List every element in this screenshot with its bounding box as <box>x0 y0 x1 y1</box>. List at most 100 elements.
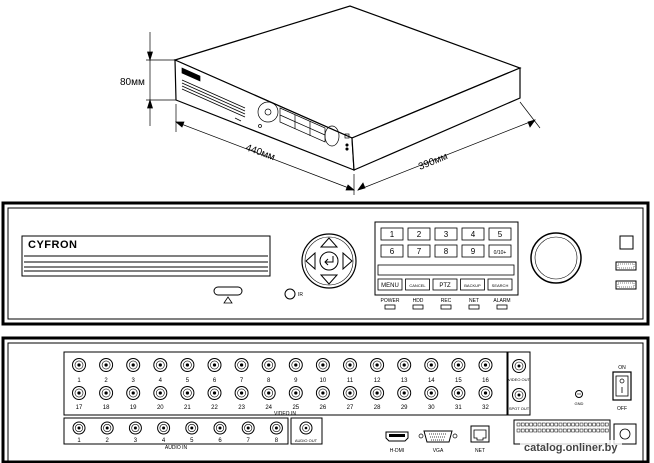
terminal-pin <box>604 428 609 433</box>
video-in-18-connector <box>99 386 114 400</box>
keypad-label: 8 <box>444 247 449 256</box>
terminal-pin <box>575 422 580 427</box>
enter-icon <box>324 256 334 266</box>
terminal-pin <box>588 428 592 433</box>
terminal-pin <box>567 422 571 427</box>
video-out-label: VIDEO OUT <box>508 377 531 382</box>
terminal-pin <box>600 422 605 427</box>
terminal-pin <box>554 422 559 427</box>
keypad-label: 9 <box>471 247 476 256</box>
eject-button[interactable] <box>213 286 243 296</box>
power-button[interactable] <box>619 235 634 250</box>
keypad-label: 4 <box>471 230 476 239</box>
on-label: ON <box>618 365 626 371</box>
video-in-number: 10 <box>320 378 327 384</box>
keypad-button-5[interactable]: 5 <box>488 227 512 241</box>
terminal-pin <box>520 422 525 427</box>
arrow-left-button[interactable] <box>305 251 316 271</box>
keypad-button-7[interactable]: 7 <box>407 244 431 258</box>
function-key-menu[interactable]: MENU <box>377 278 403 291</box>
video-in-label: VIDEO IN <box>274 411 296 417</box>
video-in-23-connector <box>234 386 249 400</box>
terminal-pin <box>520 428 525 433</box>
keypad-button-9[interactable]: 9 <box>461 244 485 258</box>
arrow-up-button[interactable] <box>319 237 339 248</box>
video-in-number: 32 <box>482 405 489 411</box>
box-nav-circle <box>257 101 279 123</box>
audio-out-label: AUDIO OUT <box>295 438 318 443</box>
keypad-label: 6 <box>390 247 395 256</box>
terminal-pin <box>575 428 580 433</box>
function-key-ptz[interactable]: PTZ <box>432 278 458 291</box>
video-in-10-connector <box>315 358 330 372</box>
video-out-connector <box>512 359 526 373</box>
video-in-number: 8 <box>267 378 271 384</box>
spot-out-label: SPOT OUT <box>509 406 530 411</box>
keypad-button-6[interactable]: 6 <box>380 244 404 258</box>
terminal-pin <box>516 422 521 427</box>
video-in-number: 5 <box>186 378 190 384</box>
video-in-number: 31 <box>455 405 462 411</box>
audio-in-5-connector <box>185 421 199 435</box>
video-in-number: 22 <box>211 405 218 411</box>
terminal-pin <box>562 428 567 433</box>
video-in-12-connector <box>370 358 385 372</box>
terminal-pin <box>562 422 567 427</box>
keypad-label: 2 <box>417 230 422 239</box>
video-in-number: 29 <box>401 405 408 411</box>
enter-button[interactable] <box>319 251 339 271</box>
video-in-number: 3 <box>132 378 136 384</box>
keypad-button-10[interactable]: 0/10+ <box>488 244 512 258</box>
terminal-pin <box>579 428 584 433</box>
video-in-number: 2 <box>104 378 108 384</box>
terminal-pin <box>588 422 592 427</box>
video-in-number: 25 <box>292 405 299 411</box>
video-in-number: 19 <box>130 405 137 411</box>
terminal-pin <box>537 428 542 433</box>
keypad-button-8[interactable]: 8 <box>434 244 458 258</box>
led-alarm <box>496 304 508 310</box>
video-in-number: 6 <box>213 378 217 384</box>
keypad-button-1[interactable]: 1 <box>380 227 404 241</box>
terminal-pin <box>537 422 542 427</box>
gnd-label: GND <box>575 401 584 406</box>
terminal-pin <box>604 422 609 427</box>
vga-label: VGA <box>433 448 444 454</box>
audio-in-number: 7 <box>247 438 251 444</box>
function-key-search[interactable]: SEARCH <box>487 278 513 291</box>
jog-dial[interactable] <box>530 232 582 284</box>
video-in-number: 24 <box>265 405 272 411</box>
video-in-number: 20 <box>157 405 164 411</box>
audio-in-4-connector <box>157 421 171 435</box>
function-key-cancel[interactable]: CANCEL <box>405 278 430 291</box>
video-in-number: 27 <box>347 405 354 411</box>
function-key-label: BACKUP <box>464 283 481 288</box>
keypad-label: 5 <box>498 230 503 239</box>
function-key-label: CANCEL <box>409 283 426 288</box>
keypad: 1 2 3 4 5 6 7 8 9 0/10+ <box>380 227 512 258</box>
terminal-pin <box>546 422 550 427</box>
video-in-number: 11 <box>347 378 354 384</box>
eject-icon <box>223 296 233 304</box>
keypad-button-2[interactable]: 2 <box>407 227 431 241</box>
led-label-hdd: HDD <box>413 298 424 304</box>
audio-in-number: 6 <box>218 438 222 444</box>
terminal-pin <box>558 422 563 427</box>
video-in-29-connector <box>397 386 412 400</box>
audio-in-7-connector <box>241 421 255 435</box>
video-in-15-connector <box>451 358 466 372</box>
terminal-pins <box>516 422 609 433</box>
terminal-pin <box>571 428 575 433</box>
function-key-backup[interactable]: BACKUP <box>460 278 485 291</box>
dimension-depth-label: 390мм <box>417 151 449 173</box>
video-in-32-connector <box>478 386 493 400</box>
arrow-right-button[interactable] <box>342 251 353 271</box>
audio-in-1-connector <box>72 421 86 435</box>
led-label-power: POWER <box>381 298 400 304</box>
keypad-button-3[interactable]: 3 <box>434 227 458 241</box>
video-in-3-connector <box>126 358 141 372</box>
arrow-down-button[interactable] <box>319 274 339 285</box>
keypad-button-4[interactable]: 4 <box>461 227 485 241</box>
led-net <box>468 304 480 310</box>
